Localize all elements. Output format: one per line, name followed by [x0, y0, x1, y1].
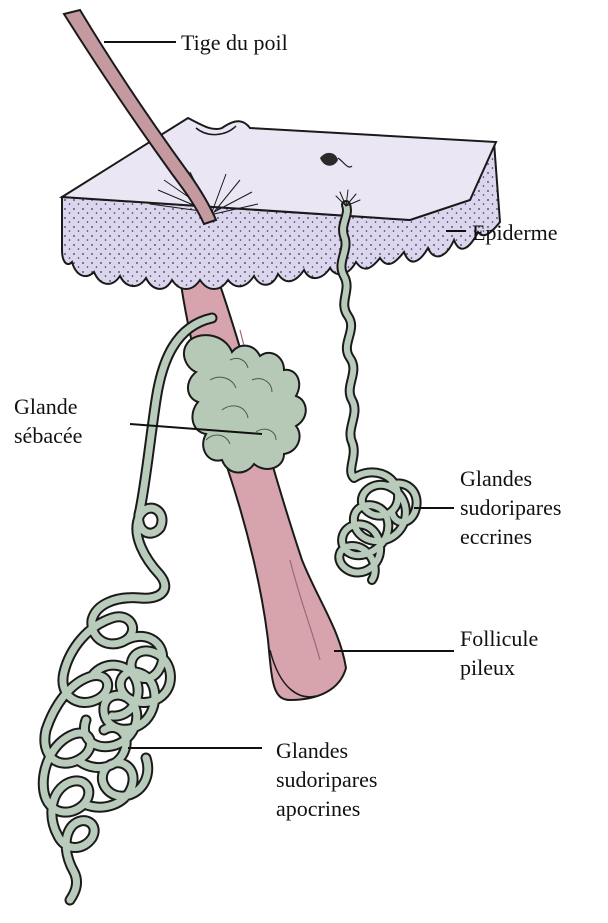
label-hair-shaft: Tige du poil: [181, 28, 288, 57]
label-line: Glandes: [276, 736, 377, 765]
label-line: Follicule: [460, 624, 538, 653]
label-line: sudoripares: [460, 493, 561, 522]
label-apocrine-glands: Glandes sudoripares apocrines: [276, 736, 377, 823]
hair-follicle-shape: [178, 262, 346, 700]
label-line: sudoripares: [276, 765, 377, 794]
label-eccrine-glands: Glandes sudoripares eccrines: [460, 464, 561, 551]
label-line: Glande: [14, 392, 82, 421]
label-line: pileux: [460, 653, 538, 682]
label-line: Glandes: [460, 464, 561, 493]
label-line: sébacée: [14, 421, 82, 450]
label-line: eccrines: [460, 522, 561, 551]
sebaceous-gland-shape: [184, 335, 306, 472]
label-hair-follicle: Follicule pileux: [460, 624, 538, 682]
label-line: apocrines: [276, 794, 377, 823]
label-sebaceous-gland: Glande sébacée: [14, 392, 82, 450]
label-epidermis: Epiderme: [472, 218, 558, 247]
